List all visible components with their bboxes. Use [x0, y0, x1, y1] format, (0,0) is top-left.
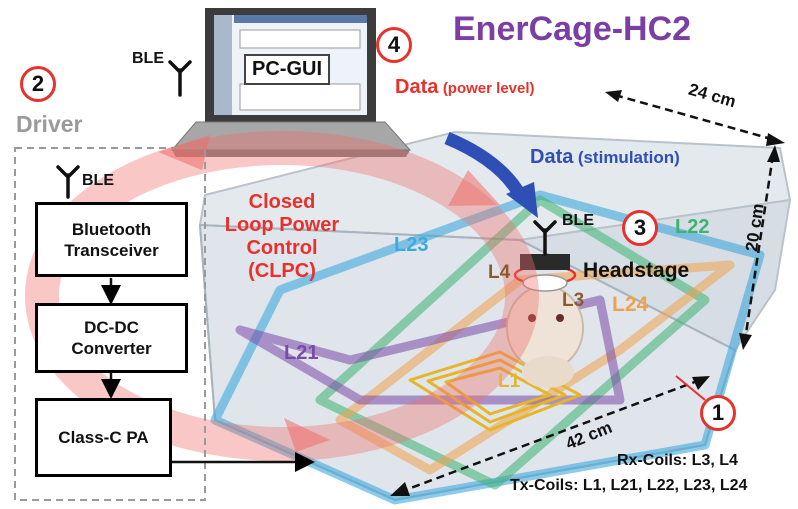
- headstage-ble-label: BLE: [562, 212, 594, 229]
- coil-label-l1: L1: [498, 371, 521, 392]
- coil-l22-loop: [315, 195, 710, 490]
- headstage-label: Headstage: [583, 259, 690, 282]
- data-stim-sub: (stimulation): [577, 148, 680, 167]
- stim-arrowhead: [506, 182, 538, 218]
- coil-label-l24: L24: [612, 293, 649, 316]
- clpc-line-4: (CLPC): [248, 260, 316, 282]
- clpc-loop-arrow: [25, 131, 539, 461]
- dim-width-line: [614, 93, 776, 142]
- mouse-headstage: [506, 220, 584, 388]
- clpc-line-1: Closed: [248, 191, 316, 213]
- tx-coils: [210, 190, 765, 505]
- dim-height-line: [743, 154, 775, 341]
- coil-label-l22: L22: [675, 216, 710, 238]
- laptop: [168, 8, 412, 157]
- data-power-label: Data (power level): [395, 76, 535, 99]
- legend-tx: Tx-Coils: L1, L21, L22, L23, L24: [510, 477, 748, 494]
- coil-label-l3: L3: [562, 290, 585, 311]
- driver-label: Driver: [16, 111, 83, 137]
- data-power-sub: (power level): [442, 80, 535, 97]
- clpc-line-3: Control: [246, 237, 318, 259]
- coil-l23-loop: [210, 190, 765, 505]
- coil-label-l21: L21: [284, 342, 319, 364]
- coil-label-l23: L23: [394, 234, 429, 256]
- marker1-leader: [675, 375, 706, 401]
- block-bluetooth-transceiver: Bluetooth Transceiver: [35, 202, 188, 277]
- block-dcdc-converter: DC-DC Converter: [35, 303, 188, 373]
- stim-arrow: [444, 131, 526, 199]
- driver-box: [14, 147, 206, 501]
- gui-ble-label: BLE: [132, 50, 164, 67]
- page-title: EnerCage-HC2: [453, 10, 692, 48]
- clpc-label: Closed Loop Power Control (CLPC): [222, 191, 342, 283]
- marker-4: 4: [376, 27, 412, 63]
- marker-1: 1: [700, 395, 736, 431]
- coil-l24-loop: [335, 260, 735, 475]
- dim-length-line: [399, 378, 701, 494]
- legend-rx: Rx-Coils: L3, L4: [617, 452, 738, 469]
- block-class-c-pa: Class-C PA: [35, 398, 172, 477]
- coil-l1-loop: [408, 350, 582, 432]
- marker-3: 3: [622, 210, 658, 246]
- driver-antenna: [56, 165, 80, 199]
- marker-2: 2: [20, 66, 56, 102]
- clpc-line-2: Loop Power: [224, 214, 340, 236]
- data-power-main: Data: [395, 76, 439, 98]
- pc-gui-label: PC-GUI: [244, 54, 330, 85]
- coil-label-l4: L4: [488, 262, 511, 283]
- coil-l21-loop: [235, 295, 625, 405]
- driver-ble-label: BLE: [82, 172, 114, 189]
- data-stim-label: Data (stimulation): [530, 146, 680, 169]
- data-stim-main: Data: [530, 146, 574, 168]
